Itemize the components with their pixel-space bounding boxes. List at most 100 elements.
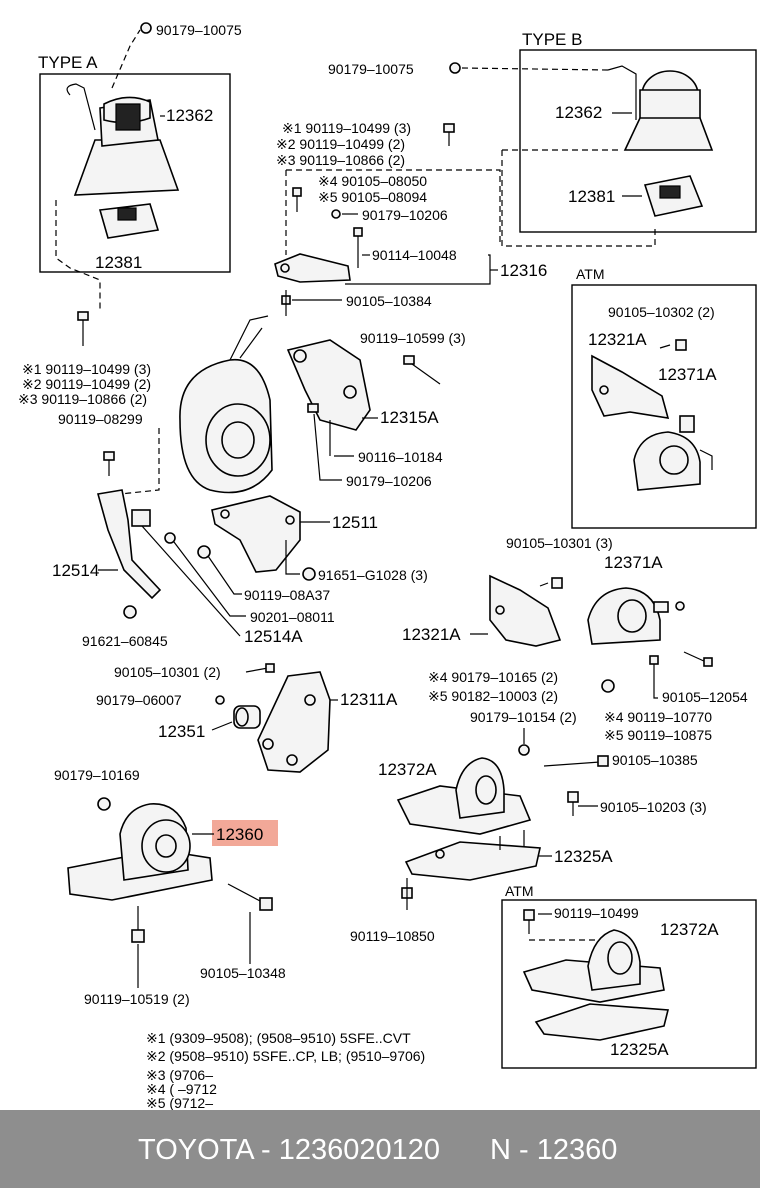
label-n5-90105-08094: ※5 90105–08094 (318, 189, 427, 205)
mount-12360 (67, 803, 213, 901)
bolt-icon (649, 655, 659, 690)
note-1: ※1 (9309–9508); (9508–9510) 5SFE..CVT (146, 1030, 411, 1046)
mount-12372A (396, 757, 532, 835)
bracket-12316 (274, 253, 351, 283)
label-left-n3: ※3 90119–10866 (2) (18, 391, 147, 407)
label-12362-a: 12362 (166, 106, 213, 125)
stay-12514 (96, 489, 162, 600)
label-12316: 12316 (500, 261, 547, 280)
bolt-icon (292, 187, 302, 212)
label-n1-90119-10499: ※1 90119–10499 (3) (282, 120, 411, 136)
label-90179-10169: 90179–10169 (54, 767, 140, 783)
label-90179-10075-b: 90179–10075 (328, 61, 414, 77)
type-b-label: TYPE B (522, 30, 582, 49)
label-12371A-b: 12371A (604, 553, 663, 572)
label-12360: 12360 (216, 825, 263, 844)
label-90179-10075-a: 90179–10075 (156, 22, 242, 38)
bolt-icon (227, 883, 273, 911)
bolt-icon (353, 227, 363, 268)
type-a-label: TYPE A (38, 53, 98, 72)
type-b-frame (519, 49, 757, 233)
label-90114-10048: 90114–10048 (372, 247, 457, 263)
label-n5-90119-10875: ※5 90119–10875 (604, 727, 712, 743)
label-90105-10301-a: 90105–10301 (3) (506, 535, 613, 551)
nut-icon (140, 22, 152, 34)
label-12311A: 12311A (340, 690, 398, 709)
footer-brand-part: TOYOTA - 1236020120 (138, 1134, 441, 1166)
label-90105-10384: 90105–10384 (346, 293, 432, 309)
footer-number: N - 12360 (490, 1134, 618, 1166)
parts-diagram: TYPE A 12362 12381 90179–10075 TYPE B 12… (18, 22, 757, 1110)
label-90105-10203: 90105–10203 (3) (600, 799, 707, 815)
label-90105-12054: 90105–12054 (662, 689, 748, 705)
nut-icon (97, 797, 111, 811)
nut-icon (518, 744, 530, 756)
label-12511: 12511 (332, 513, 378, 532)
label-left-n1: ※1 90119–10499 (3) (22, 361, 151, 377)
bolt-icon (659, 339, 687, 351)
transmission-housing (179, 315, 273, 494)
bracket-12381-type-b (643, 175, 704, 217)
bracket-12315A (286, 339, 371, 431)
label-90179-10154: 90179–10154 (2) (470, 709, 577, 725)
label-12325A-a: 12325A (554, 847, 613, 866)
bracket-12325A-atm (534, 1003, 670, 1041)
atm-label-1: ATM (576, 266, 605, 282)
bolt-icon (523, 909, 535, 934)
bolt-icon (567, 791, 579, 816)
label-90119-08a37: 90119–08A37 (244, 587, 330, 603)
label-12362-b: 12362 (555, 103, 602, 122)
label-90119-10850: 90119–10850 (350, 928, 435, 944)
label-90105-10301-b: 90105–10301 (2) (114, 664, 221, 680)
label-12321A-b: 12321A (402, 625, 461, 644)
note-2: ※2 (9508–9510) 5SFE..CP, LB; (9510–9706) (146, 1048, 425, 1064)
label-n4-90105-08050: ※4 90105–08050 (318, 173, 427, 189)
label-90116-10184: 90116–10184 (358, 449, 443, 465)
label-n2-90119-10499: ※2 90119–10499 (2) (276, 136, 405, 152)
bolt-icon (543, 755, 609, 767)
bolt-icon (245, 663, 275, 673)
footer-bar: TOYOTA - 1236020120 N - 12360 (0, 1110, 760, 1188)
label-90119-10599: 90119–10599 (3) (360, 330, 466, 346)
highlight-12360 (212, 820, 278, 846)
atm-label-2: ATM (505, 883, 534, 899)
label-90119-10519: 90119–10519 (2) (84, 991, 190, 1007)
label-90201-08011: 90201–08011 (250, 609, 335, 625)
mount-12371A-atm (633, 415, 713, 491)
bolt-icon (443, 123, 455, 146)
bushing-12351 (233, 705, 261, 729)
label-90105-10302: 90105–10302 (2) (608, 304, 715, 320)
nut-icon (215, 695, 225, 705)
bolt-icon (539, 577, 563, 589)
label-n3-90119-10866: ※3 90119–10866 (2) (276, 152, 405, 168)
label-12514A: 12514A (244, 627, 303, 646)
label-91651-g1028: 91651–G1028 (3) (318, 567, 428, 583)
bracket-12381-type-a (98, 203, 160, 239)
washer-icon (164, 532, 176, 544)
nut-icon (449, 62, 461, 74)
bolt-icon (281, 290, 291, 316)
note-4: ※4 ( –9712 (146, 1081, 217, 1097)
label-n4-90179-10165: ※4 90179–10165 (2) (428, 669, 558, 685)
bracket-12514A (131, 509, 241, 637)
nut-icon (197, 545, 211, 559)
mount-12372A-atm (522, 929, 665, 1003)
bolt-icon (683, 651, 713, 667)
nut-icon (601, 679, 615, 693)
bracket-12311A (257, 671, 331, 773)
label-90179-10206-b: 90179–10206 (346, 473, 432, 489)
bracket-12321A-atm (591, 354, 670, 419)
label-left-n2: ※2 90119–10499 (2) (22, 376, 151, 392)
bracket-12325A (404, 841, 541, 881)
note-3: ※3 (9706– (146, 1067, 213, 1083)
washer-icon (675, 601, 685, 611)
engine-mount-type-a (66, 83, 180, 196)
type-a-frame (39, 73, 231, 273)
label-12514: 12514 (52, 561, 99, 580)
label-12381-a: 12381 (95, 253, 142, 272)
label-90179-10206-a: 90179–10206 (362, 207, 448, 223)
engine-mount-type-b (607, 65, 714, 151)
atm-frame-1 (571, 284, 757, 529)
label-90179-06007: 90179–06007 (96, 692, 182, 708)
label-n4-90119-10770: ※4 90119–10770 (604, 709, 712, 725)
